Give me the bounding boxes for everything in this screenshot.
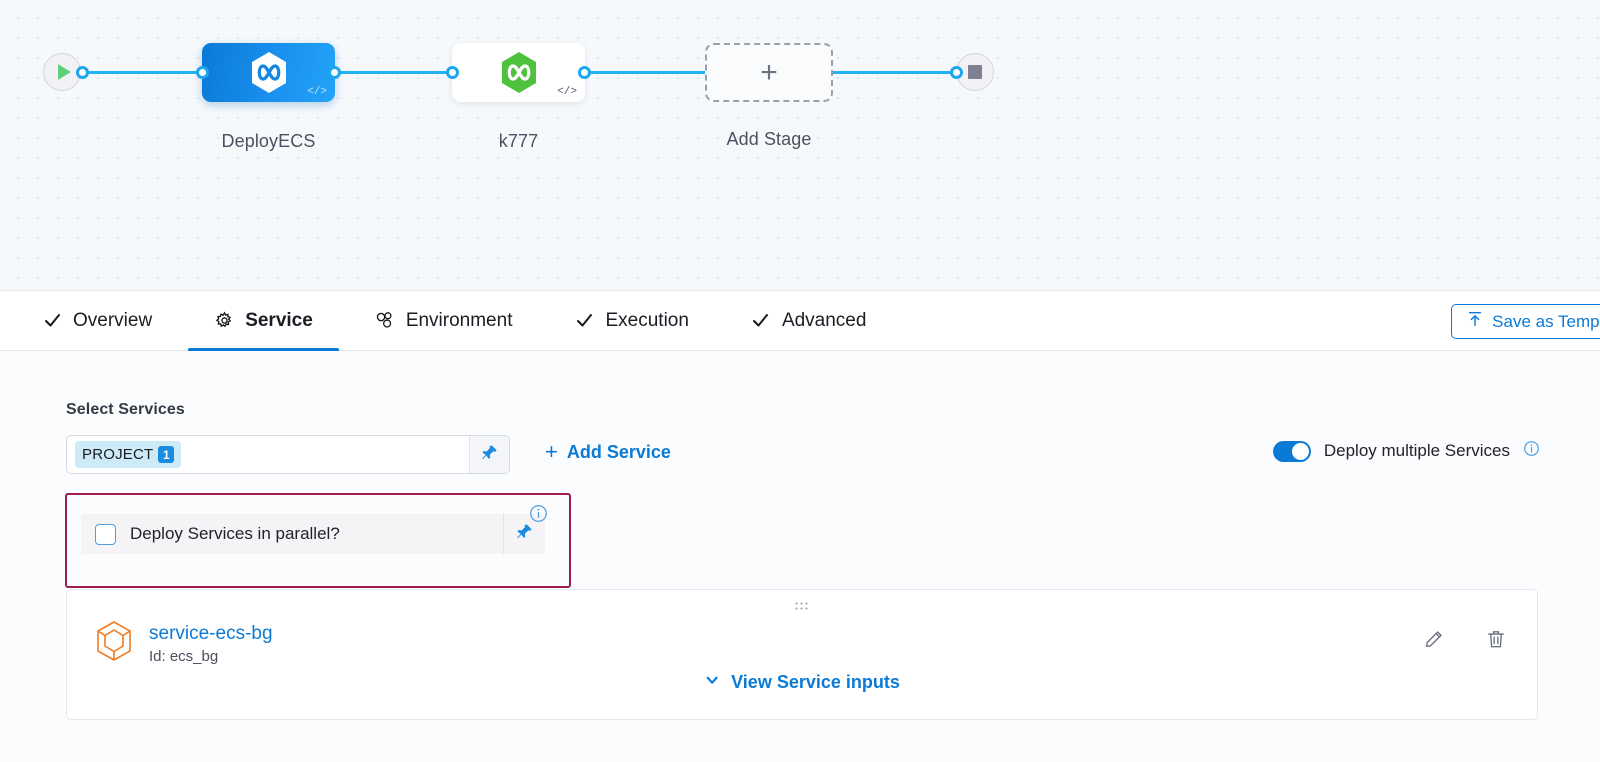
edge-addstage-to-end — [830, 71, 960, 74]
deploy-multiple-services-toggle[interactable] — [1273, 441, 1311, 462]
stage-config-tabbar: Overview Service Environment — [0, 291, 1600, 351]
service-cube-icon — [95, 620, 133, 667]
parallel-deploy-highlight: Deploy Services in parallel? — [65, 493, 571, 588]
tab-label-advanced: Advanced — [782, 310, 867, 332]
plus-icon: + — [545, 441, 558, 463]
add-stage-label: Add Stage — [700, 129, 838, 150]
select-services-value[interactable]: PROJECT 1 — [67, 436, 469, 473]
tab-label-execution: Execution — [605, 310, 688, 332]
stage-node-deployecs[interactable]: </> — [202, 43, 335, 102]
port-k777-in[interactable] — [446, 66, 459, 79]
parallel-deploy-main[interactable]: Deploy Services in parallel? — [81, 524, 503, 545]
stage-label-k777: k777 — [452, 131, 585, 152]
edge-k777-to-addstage — [580, 71, 710, 74]
service-identity: service-ecs-bg Id: ecs_bg — [95, 620, 273, 667]
tab-advanced[interactable]: Advanced — [725, 291, 893, 350]
view-service-inputs-label: View Service inputs — [731, 672, 900, 693]
trash-icon — [1485, 628, 1507, 655]
scope-chip-label: PROJECT — [82, 446, 153, 463]
scope-chip-project[interactable]: PROJECT 1 — [75, 441, 181, 468]
service-card: service-ecs-bg Id: ecs_bg — [66, 589, 1538, 720]
view-service-inputs-button[interactable]: View Service inputs — [704, 672, 900, 693]
tab-label-environment: Environment — [406, 310, 513, 332]
environment-icon — [375, 311, 395, 331]
stage-label-deployecs: DeployECS — [202, 131, 335, 152]
pin-icon — [481, 444, 498, 466]
stop-icon — [968, 65, 982, 79]
code-view-icon[interactable]: </> — [307, 87, 327, 98]
upload-icon — [1466, 310, 1484, 333]
tab-service[interactable]: Service — [188, 291, 339, 350]
port-k777-out[interactable] — [578, 66, 591, 79]
select-services-label: Select Services — [66, 401, 185, 419]
add-stage-button[interactable]: + — [705, 43, 833, 102]
harness-hexagon-icon — [249, 50, 289, 95]
drag-handle-icon[interactable] — [794, 601, 810, 610]
check-icon — [42, 311, 62, 331]
pipeline-graph: </> DeployECS </> k777 — [0, 0, 1600, 291]
pin-button[interactable] — [469, 436, 509, 473]
gear-icon — [214, 311, 234, 331]
edge-deployecs-to-k777 — [330, 71, 460, 74]
deploy-multiple-services-label: Deploy multiple Services — [1324, 441, 1510, 461]
pencil-icon — [1423, 628, 1445, 655]
service-id-text: Id: ecs_bg — [149, 648, 273, 665]
port-start-out[interactable] — [76, 66, 89, 79]
port-deployecs-out[interactable] — [328, 66, 341, 79]
service-texts: service-ecs-bg Id: ecs_bg — [149, 623, 273, 665]
add-service-button[interactable]: + Add Service — [545, 441, 671, 463]
tab-overview[interactable]: Overview — [16, 291, 178, 350]
select-services-input[interactable]: PROJECT 1 — [66, 435, 510, 474]
save-as-template-button[interactable]: Save as Template — [1451, 304, 1600, 339]
info-icon[interactable] — [529, 504, 548, 528]
tab-label-overview: Overview — [73, 310, 152, 332]
code-view-icon[interactable]: </> — [557, 87, 577, 98]
add-service-label: Add Service — [567, 442, 671, 463]
port-deployecs-in[interactable] — [196, 66, 209, 79]
edit-service-button[interactable] — [1423, 628, 1445, 655]
pipeline-canvas[interactable]: </> DeployECS </> k777 — [0, 0, 1600, 291]
plus-icon: + — [760, 58, 778, 88]
info-icon[interactable] — [1523, 440, 1540, 462]
edge-start-to-deployecs — [80, 71, 210, 74]
check-icon — [751, 311, 771, 331]
stage-node-k777[interactable]: </> — [452, 43, 585, 102]
check-icon — [574, 311, 594, 331]
service-card-actions — [1423, 628, 1507, 655]
service-name-link[interactable]: service-ecs-bg — [149, 623, 273, 645]
harness-hexagon-green-icon — [499, 50, 539, 95]
deploy-parallel-label: Deploy Services in parallel? — [130, 524, 340, 544]
deploy-multiple-services-row: Deploy multiple Services — [1273, 440, 1540, 462]
parallel-deploy-row[interactable]: Deploy Services in parallel? — [81, 514, 545, 554]
port-end-in[interactable] — [950, 66, 963, 79]
save-as-template-label: Save as Template — [1492, 312, 1600, 332]
tab-environment[interactable]: Environment — [349, 291, 539, 350]
scope-chip-count: 1 — [158, 446, 174, 463]
tab-execution[interactable]: Execution — [548, 291, 714, 350]
tab-label-service: Service — [245, 310, 313, 332]
deploy-parallel-checkbox[interactable] — [95, 524, 116, 545]
chevron-down-icon — [704, 672, 720, 693]
play-icon — [58, 64, 71, 80]
delete-service-button[interactable] — [1485, 628, 1507, 655]
